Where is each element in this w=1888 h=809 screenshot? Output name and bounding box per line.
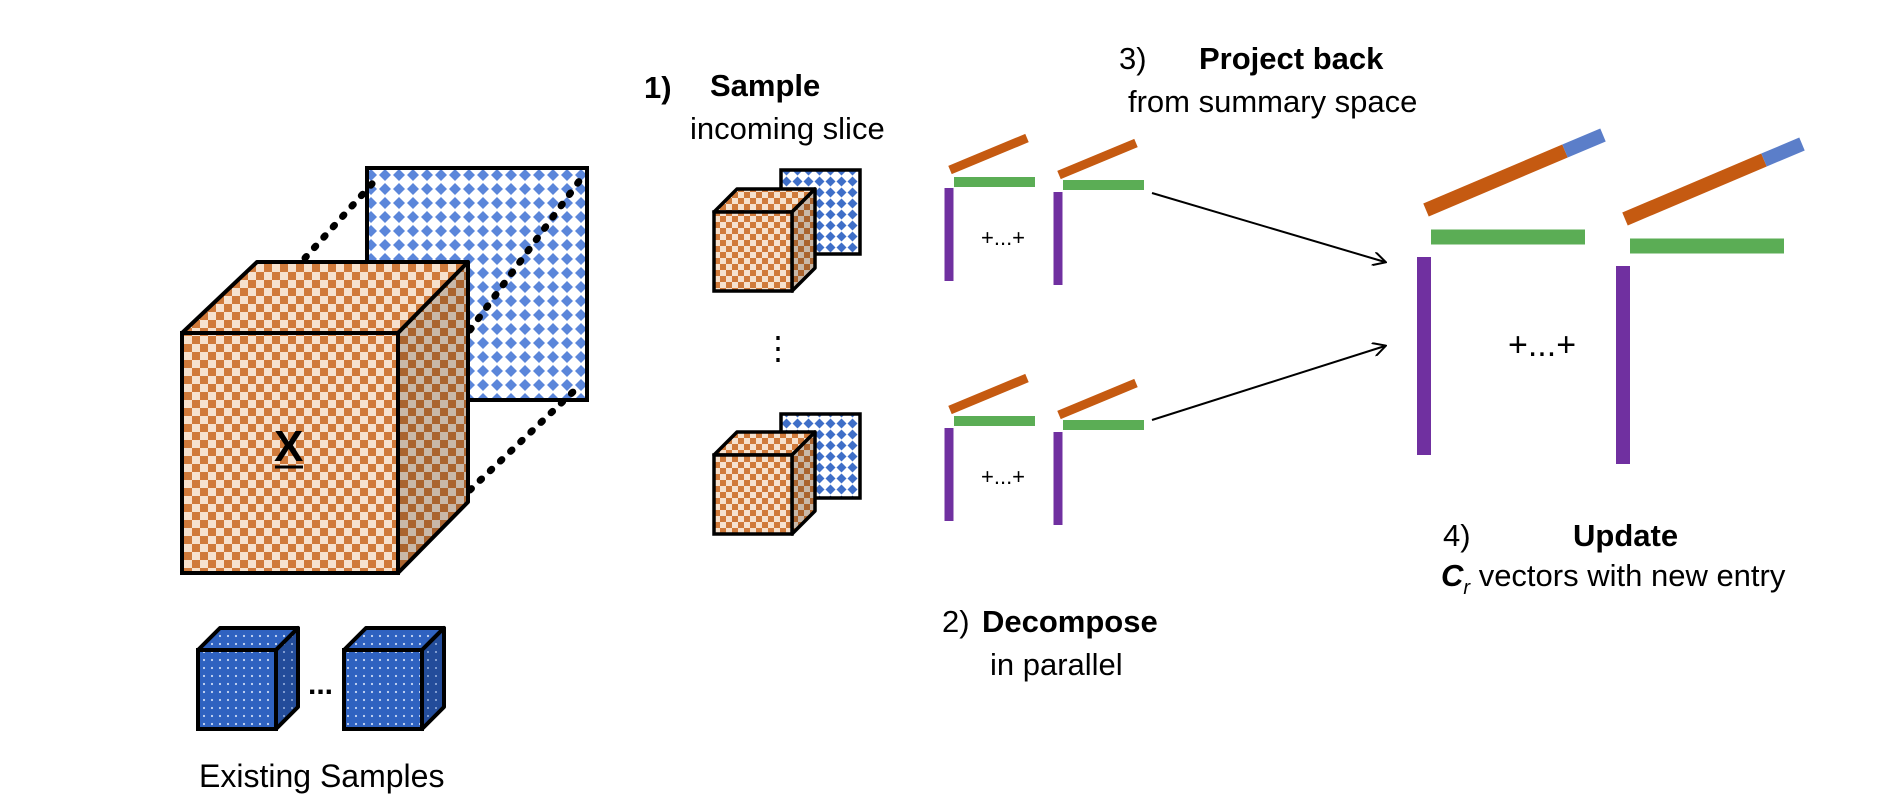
tensor-side-shade (398, 262, 468, 573)
step4-title: Update (1573, 518, 1679, 553)
step1-number: 1) (644, 70, 672, 105)
existing-samples-label: Existing Samples (199, 758, 445, 794)
tensor-label: X (274, 422, 304, 471)
step3-subtitle: from summary space (1128, 84, 1418, 119)
step4-sum: +...+ (1508, 326, 1577, 364)
new-entry-blue-segment (1761, 137, 1805, 167)
projection-dots-top (301, 171, 584, 334)
step2-sum-bottom: +...+ (981, 464, 1026, 489)
step1-subtitle: incoming slice (690, 111, 885, 146)
step3-number: 3) (1119, 41, 1147, 76)
existing-sample-cube-1 (196, 626, 300, 731)
step4-number: 4) (1443, 518, 1471, 553)
tensor-front-face (180, 331, 400, 575)
factor-orange-bar (948, 133, 1029, 175)
c-subscript: r (1463, 577, 1471, 599)
step4-subtitle: vectors with new entry (1478, 558, 1786, 593)
arrow-project-bottom (1151, 346, 1385, 421)
new-entry-blue-segment (1562, 128, 1606, 158)
step3-title: Project back (1199, 41, 1384, 76)
step2-number: 2) (942, 604, 970, 639)
factor-orange-bar (1057, 138, 1138, 180)
step1-vertical-ellipsis: ⋮ (762, 330, 794, 366)
step1-title: Sample (710, 68, 821, 103)
sampled-slice-bottom (712, 412, 862, 536)
updated-orange-bar (1423, 144, 1568, 217)
updated-orange-bar (1622, 153, 1767, 226)
existing-sample-cube-2 (342, 626, 446, 731)
updated-factors-right (1616, 137, 1805, 464)
sampled-slice-top (712, 168, 862, 293)
existing-samples-ellipsis: ... (308, 668, 334, 701)
decomposition-top (944, 133, 1144, 285)
updated-factors-left (1417, 128, 1606, 455)
step2-title: Decompose (982, 604, 1158, 639)
factor-orange-bar (1057, 378, 1138, 420)
tensor-x-group (180, 166, 589, 575)
c-symbol: C (1441, 558, 1464, 593)
step2-sum-top: +...+ (981, 225, 1026, 250)
projection-dots-bottom (466, 386, 579, 494)
step2-subtitle: in parallel (990, 647, 1123, 682)
step4-subtitle-line: Cr vectors with new entry (1441, 558, 1786, 598)
decomposition-bottom (944, 373, 1144, 525)
arrow-project-top (1151, 192, 1385, 262)
factor-orange-bar (948, 373, 1029, 415)
